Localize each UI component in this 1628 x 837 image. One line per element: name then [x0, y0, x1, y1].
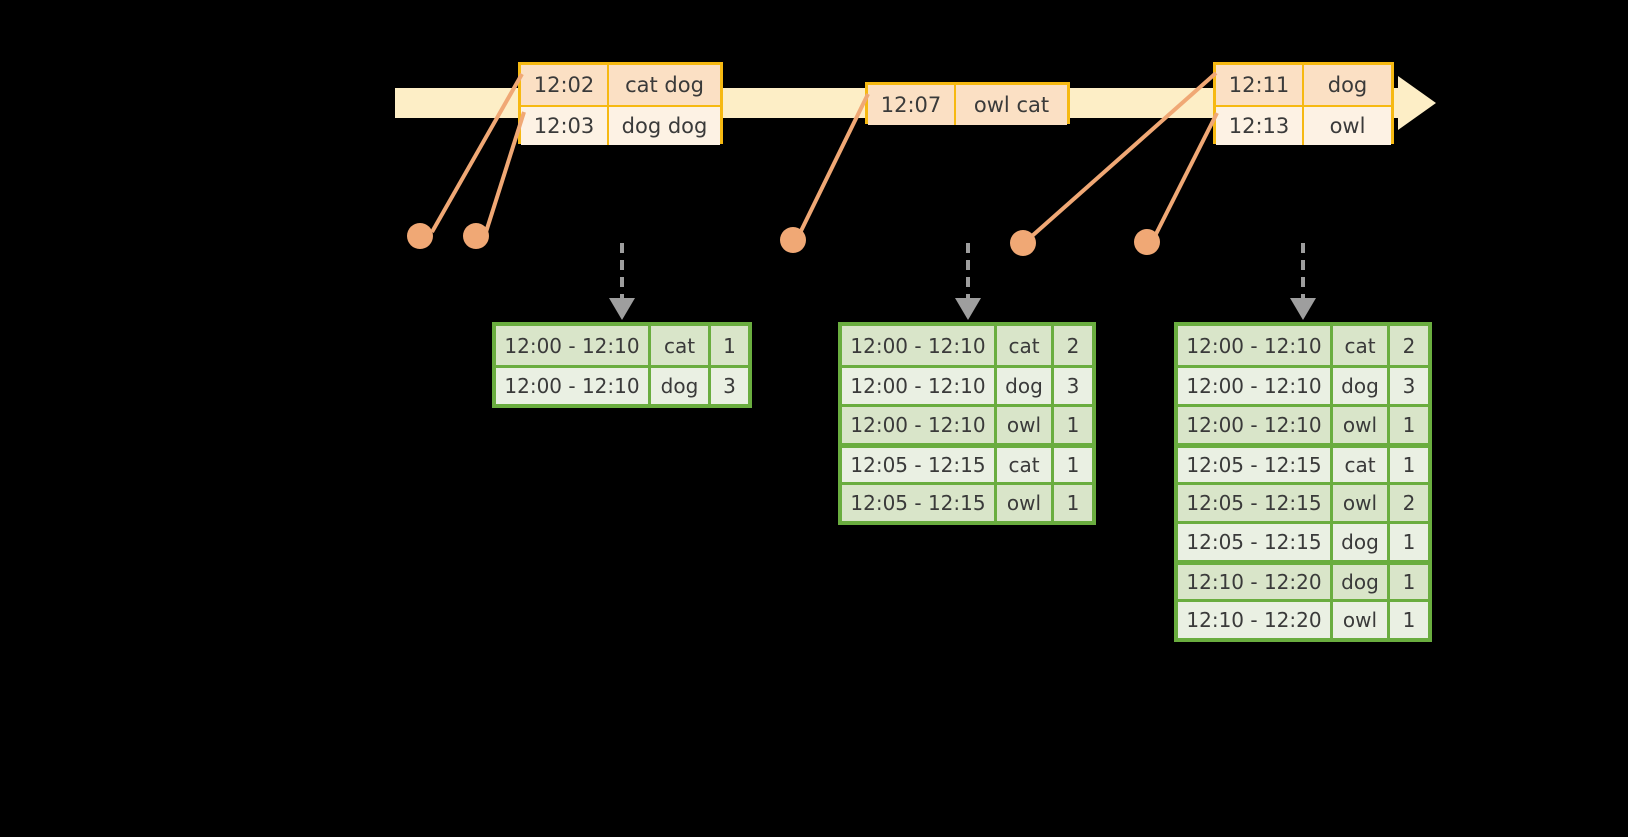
connector-line-5: [1153, 112, 1219, 237]
event-box-2[interactable]: 12:07 owl cat: [865, 82, 1070, 125]
event-time: 12:11: [1216, 65, 1304, 105]
window-range-cell: 12:05 - 12:15: [1178, 485, 1333, 521]
count-cell: 2: [1402, 333, 1416, 358]
event-marker-dot[interactable]: [1134, 229, 1160, 255]
word-cell: cat: [997, 326, 1054, 365]
event-words: dog: [1304, 65, 1391, 105]
flow-arrow-shaft: [966, 243, 970, 300]
flow-arrow-shaft: [620, 243, 624, 300]
word-cell: owl: [1333, 407, 1390, 443]
table-row: 12:00 - 12:10 owl 1: [842, 404, 1092, 443]
window-range-cell: 12:00 - 12:10: [842, 407, 997, 443]
count-cell: 2: [1402, 491, 1416, 515]
event-time: 12:03: [521, 107, 609, 145]
window-range-cell: 12:05 - 12:15: [842, 448, 997, 482]
window-range-cell: 12:00 - 12:10: [1178, 407, 1333, 443]
event-row: 12:07 owl cat: [868, 85, 1067, 125]
count-cell: 2: [1066, 333, 1080, 358]
count-cell: 1: [1402, 453, 1416, 477]
flow-arrow-1: [609, 243, 635, 320]
window-range-cell: 12:00 - 12:10: [842, 326, 997, 365]
result-table-3[interactable]: 12:00 - 12:10 cat 2 12:00 - 12:10 dog 3 …: [1174, 322, 1432, 642]
word-cell: dog: [1333, 524, 1390, 560]
word-cell: owl: [1333, 485, 1390, 521]
flow-arrow-3: [1290, 243, 1316, 320]
result-table-2[interactable]: 12:00 - 12:10 cat 2 12:00 - 12:10 dog 3 …: [838, 322, 1096, 525]
count-cell: 1: [1066, 491, 1080, 515]
table-row: 12:05 - 12:15 dog 1: [1178, 521, 1428, 560]
count-cell: 1: [723, 333, 736, 358]
count-cell: 3: [723, 374, 736, 398]
table-row: 12:00 - 12:10 owl 1: [1178, 404, 1428, 443]
table-row: 12:10 - 12:20 owl 1: [1178, 599, 1428, 638]
table-row: 12:00 - 12:10 dog 3: [1178, 365, 1428, 404]
event-words: dog dog: [609, 107, 720, 145]
word-cell: owl: [997, 485, 1054, 521]
word-cell: dog: [1333, 368, 1390, 404]
event-row: 12:13 owl: [1216, 105, 1391, 145]
window-range-cell: 12:10 - 12:20: [1178, 602, 1333, 638]
event-marker-dot[interactable]: [1010, 230, 1036, 256]
event-row: 12:11 dog: [1216, 65, 1391, 105]
window-range-cell: 12:00 - 12:10: [496, 368, 651, 404]
count-cell: 1: [1402, 570, 1416, 594]
count-cell: 3: [1402, 374, 1416, 398]
window-range-cell: 12:10 - 12:20: [1178, 565, 1333, 599]
window-range-cell: 12:00 - 12:10: [496, 326, 651, 365]
event-box-3[interactable]: 12:11 dog 12:13 owl: [1213, 62, 1394, 145]
window-range-cell: 12:00 - 12:10: [1178, 368, 1333, 404]
event-time: 12:02: [521, 65, 609, 105]
window-range-cell: 12:00 - 12:10: [1178, 326, 1333, 365]
table-row: 12:00 - 12:10 dog 3: [496, 365, 748, 404]
event-time: 12:13: [1216, 107, 1304, 145]
count-cell: 1: [1402, 413, 1416, 437]
word-cell: cat: [1333, 448, 1390, 482]
word-cell: cat: [651, 326, 711, 365]
table-row: 12:05 - 12:15 cat 1: [842, 443, 1092, 482]
result-table-1[interactable]: 12:00 - 12:10 cat 1 12:00 - 12:10 dog 3: [492, 322, 752, 408]
window-range-cell: 12:05 - 12:15: [1178, 524, 1333, 560]
event-marker-dot[interactable]: [780, 227, 806, 253]
count-cell: 1: [1402, 530, 1416, 554]
word-cell: dog: [651, 368, 711, 404]
table-row: 12:10 - 12:20 dog 1: [1178, 560, 1428, 599]
event-marker-dot[interactable]: [407, 223, 433, 249]
table-row: 12:00 - 12:10 cat 2: [1178, 326, 1428, 365]
arrow-down-icon: [1290, 298, 1316, 320]
count-cell: 3: [1066, 374, 1080, 398]
window-range-cell: 12:05 - 12:15: [842, 485, 997, 521]
timeline-arrow-head-icon: [1398, 76, 1436, 130]
event-marker-dot[interactable]: [463, 223, 489, 249]
count-cell: 1: [1402, 608, 1416, 632]
table-row: 12:05 - 12:15 owl 1: [842, 482, 1092, 521]
arrow-down-icon: [609, 298, 635, 320]
table-row: 12:05 - 12:15 owl 2: [1178, 482, 1428, 521]
word-cell: owl: [997, 407, 1054, 443]
event-words: owl: [1304, 107, 1391, 145]
word-cell: cat: [997, 448, 1054, 482]
flow-arrow-shaft: [1301, 243, 1305, 300]
event-row: 12:03 dog dog: [521, 105, 720, 145]
event-box-1[interactable]: 12:02 cat dog 12:03 dog dog: [518, 62, 723, 145]
count-cell: 1: [1066, 413, 1080, 437]
count-cell: 1: [1066, 453, 1080, 477]
event-row: 12:02 cat dog: [521, 65, 720, 105]
event-words: owl cat: [956, 85, 1067, 125]
window-range-cell: 12:00 - 12:10: [842, 368, 997, 404]
table-row: 12:05 - 12:15 cat 1: [1178, 443, 1428, 482]
word-cell: owl: [1333, 602, 1390, 638]
arrow-down-icon: [955, 298, 981, 320]
table-row: 12:00 - 12:10 dog 3: [842, 365, 1092, 404]
table-row: 12:00 - 12:10 cat 2: [842, 326, 1092, 365]
word-cell: cat: [1333, 326, 1390, 365]
event-time: 12:07: [868, 85, 956, 125]
word-cell: dog: [997, 368, 1054, 404]
event-words: cat dog: [609, 65, 720, 105]
flow-arrow-2: [955, 243, 981, 320]
word-cell: dog: [1333, 565, 1390, 599]
table-row: 12:00 - 12:10 cat 1: [496, 326, 748, 365]
window-range-cell: 12:05 - 12:15: [1178, 448, 1333, 482]
